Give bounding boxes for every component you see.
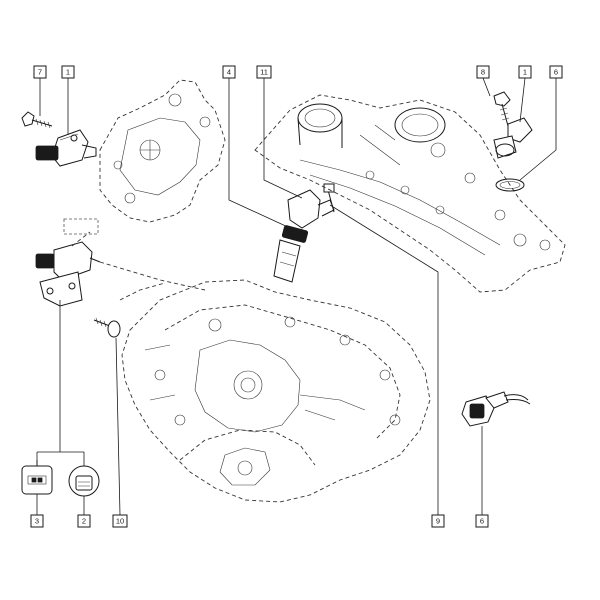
callout-2: 2 <box>77 514 91 528</box>
svg-text:3: 3 <box>35 516 39 525</box>
callout-9: 9 <box>431 514 445 528</box>
leader-lines <box>36 77 557 516</box>
svg-text:9: 9 <box>436 516 440 525</box>
crankshaft-sensor-4 <box>273 189 335 283</box>
svg-text:6: 6 <box>554 67 558 76</box>
bracket-lines-3-2 <box>36 300 85 466</box>
callout-4: 4 <box>222 65 236 79</box>
intake-manifold <box>254 94 566 293</box>
callout-1-right: 1 <box>518 65 532 79</box>
callout-6-bottom: 6 <box>475 514 489 528</box>
svg-text:4: 4 <box>227 67 231 76</box>
bolt-10 <box>93 317 121 338</box>
sensor-bolt-11 <box>323 183 335 213</box>
callout-10: 10 <box>112 514 128 528</box>
svg-text:7: 7 <box>38 67 42 76</box>
svg-text:6: 6 <box>480 516 484 525</box>
timing-cover-casting <box>99 79 226 223</box>
svg-text:1: 1 <box>523 67 527 76</box>
svg-text:8: 8 <box>481 67 485 76</box>
connector-view-3 <box>21 460 53 495</box>
callout-6-top: 6 <box>549 65 563 79</box>
gearbox-housing <box>119 279 431 503</box>
camshaft-sensor-right <box>493 117 533 159</box>
camshaft-sensor-left <box>35 129 97 167</box>
bracket-sensor <box>35 231 206 307</box>
callout-1-left: 1 <box>61 65 75 79</box>
sensor-view-2 <box>68 465 100 497</box>
svg-text:10: 10 <box>116 516 124 525</box>
svg-text:11: 11 <box>260 67 268 76</box>
svg-text:1: 1 <box>66 67 70 76</box>
bolt-7 <box>21 111 53 129</box>
callout-7-top: 7 <box>33 65 47 79</box>
o-ring-6 <box>495 178 525 192</box>
callout-8: 8 <box>476 65 490 79</box>
svg-text:2: 2 <box>82 516 86 525</box>
pressure-switch-6 <box>461 391 531 427</box>
callout-11: 11 <box>256 65 272 79</box>
bolt-8 <box>493 91 511 127</box>
label-placeholder <box>63 218 99 235</box>
callout-3: 3 <box>30 514 44 528</box>
